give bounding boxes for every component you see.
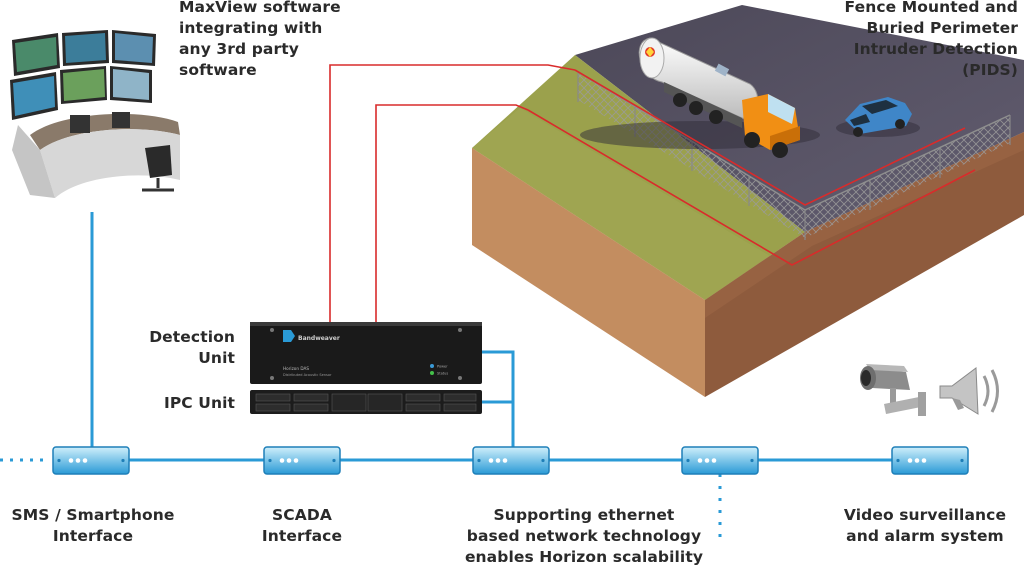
scada-line-2: Interface xyxy=(261,527,343,545)
pids-line-3: Intruder Detection xyxy=(853,40,1018,58)
ethernet-line-1: Supporting ethernet xyxy=(493,506,675,524)
ethernet-line-3: enables Horizon scalability xyxy=(464,548,704,566)
network-switch xyxy=(263,446,341,475)
maxview-line-1: MaxView software xyxy=(179,0,341,16)
detection-unit-line-1: Detection xyxy=(149,328,235,346)
video-line-1: Video surveillance xyxy=(843,506,1007,524)
perimeter-site xyxy=(472,5,1024,397)
sms-line-1: SMS / Smartphone xyxy=(11,506,175,524)
link-detection-unit xyxy=(482,350,515,448)
bandweaver-logo-icon xyxy=(283,330,295,342)
video-line-2: and alarm system xyxy=(846,527,1004,545)
buried-fiber xyxy=(527,109,976,266)
siren-icon xyxy=(939,367,999,415)
control-room-icon xyxy=(10,30,180,198)
led-power-label: Power xyxy=(437,365,448,369)
soil-front xyxy=(472,148,705,397)
ipc-unit-device xyxy=(250,390,482,414)
pids-line-1: Fence Mounted and xyxy=(844,0,1018,16)
scada-line-1: SCADA xyxy=(272,506,332,524)
device-model: Horizon DAS xyxy=(283,366,309,371)
fiber-to-fence xyxy=(329,64,576,325)
maxview-label: MaxView software integrating with any 3r… xyxy=(179,0,341,81)
pids-line-4: (PIDS) xyxy=(962,61,1018,79)
detection-unit-label: Detection Unit xyxy=(149,327,235,369)
sms-line-2: Interface xyxy=(52,527,134,545)
tanker-truck-icon xyxy=(580,37,820,158)
ethernet-label: Supporting ethernet based network techno… xyxy=(444,505,724,568)
fence-fiber xyxy=(574,69,966,206)
pids-line-2: Buried Perimeter xyxy=(866,19,1018,37)
scada-label: SCADA Interface xyxy=(222,505,382,547)
led-status-label: Status xyxy=(437,372,448,376)
perimeter-fence xyxy=(577,71,1011,240)
ethernet-line-2: based network technology xyxy=(466,527,702,545)
maxview-line-2: integrating with xyxy=(179,19,323,37)
network-switch xyxy=(891,446,969,475)
detection-unit-line-2: Unit xyxy=(198,349,235,367)
network-switch xyxy=(681,446,759,475)
video-label: Video surveillance and alarm system xyxy=(826,505,1024,547)
maxview-line-3: any 3rd party xyxy=(179,40,299,58)
detection-unit-device: Bandweaver Horizon DAS Distributed Acous… xyxy=(250,322,482,384)
maxview-line-4: software xyxy=(179,61,257,79)
fiber-buried xyxy=(375,104,529,325)
cctv-camera-icon xyxy=(860,364,926,416)
soil-side xyxy=(705,132,1024,397)
network-switch xyxy=(52,446,130,475)
pids-label: Fence Mounted and Buried Perimeter Intru… xyxy=(845,0,1018,81)
sms-label: SMS / Smartphone Interface xyxy=(0,505,186,547)
ipc-unit-label: IPC Unit xyxy=(163,394,235,412)
car-icon xyxy=(836,97,920,137)
device-brand: Bandweaver xyxy=(298,335,340,342)
network-switch xyxy=(472,446,550,475)
device-model-sub: Distributed Acoustic Sensor xyxy=(283,373,332,377)
